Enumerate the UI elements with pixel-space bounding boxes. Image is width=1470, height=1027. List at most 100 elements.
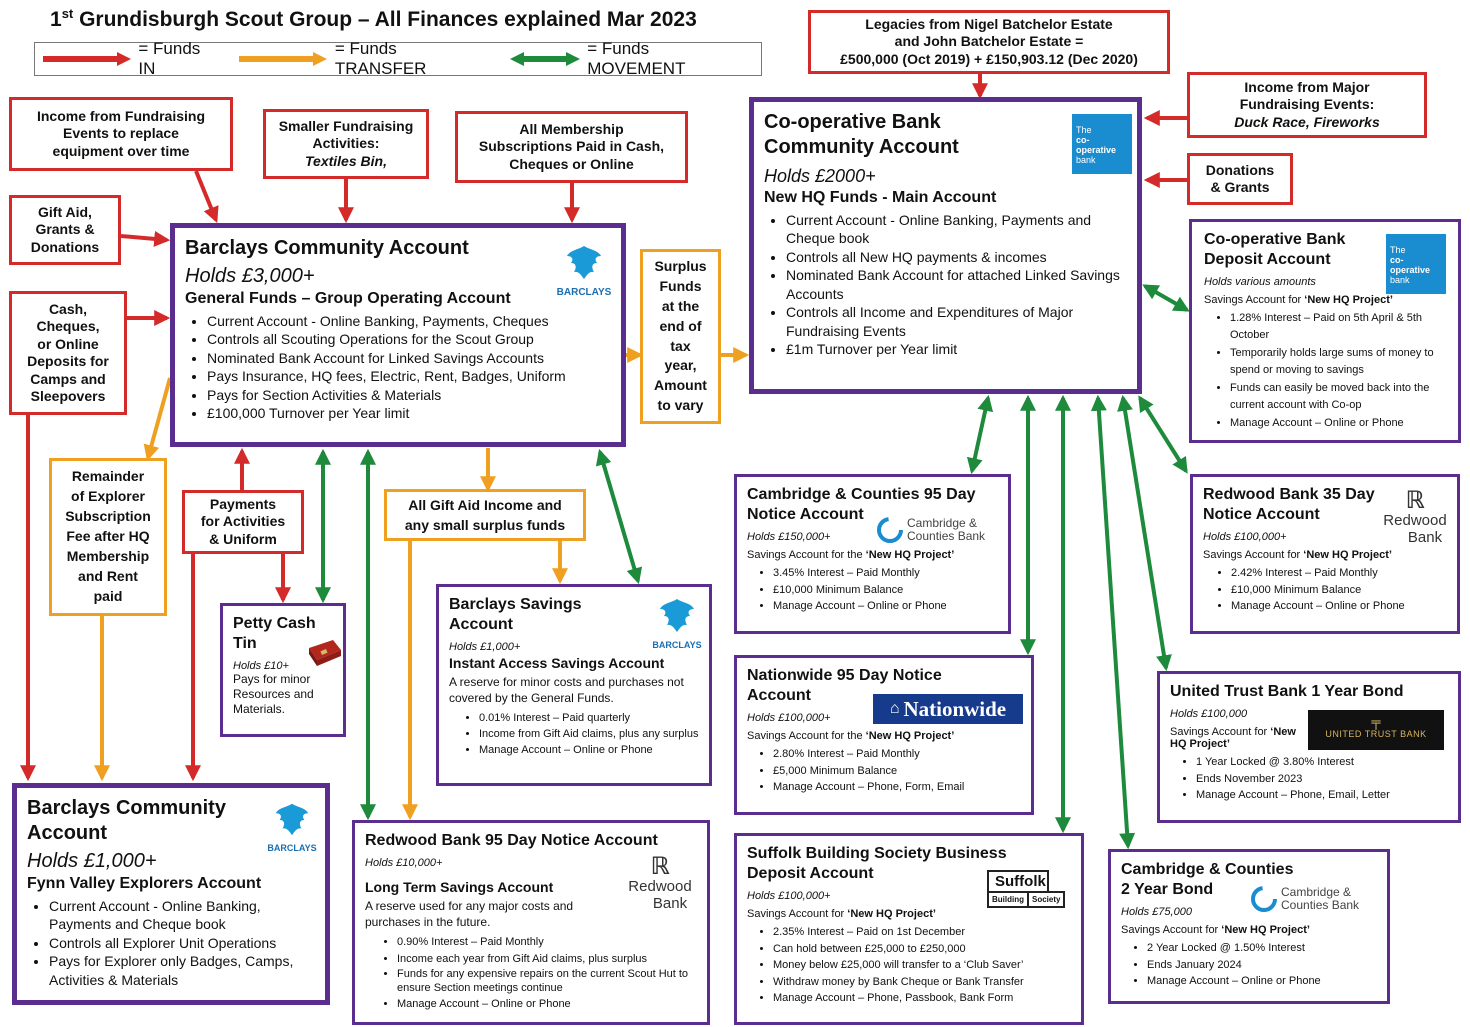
legend-funds-movement: = Funds MOVEMENT — [508, 39, 751, 79]
account-title-line2: Tin — [233, 635, 257, 652]
eagle-icon — [660, 599, 694, 632]
arrow-coop-deposit — [1142, 284, 1190, 312]
redwood-r-icon: ℝ — [1405, 487, 1425, 514]
cambridge-swirl-icon — [1251, 886, 1277, 913]
account-bullets: Current Account - Online Banking, Paymen… — [185, 312, 611, 423]
arrow-gift-aid-to-barclays — [120, 230, 171, 247]
list-item: 2 Year Locked @ 1.50% Interest — [1147, 940, 1377, 957]
account-title: Barclays Community — [27, 797, 226, 819]
account-bullets: 3.45% Interest – Paid Monthly £10,000 Mi… — [747, 565, 998, 615]
account-desc: Savings Account for ‘New HQ Project’ — [1203, 549, 1392, 561]
list-item: Withdraw money by Bank Cheque or Bank Tr… — [773, 974, 1071, 991]
list-item: Funds for any expensive repairs on the c… — [397, 967, 697, 996]
account-bullets: Current Account - Online Banking, Paymen… — [764, 211, 1127, 359]
list-item: Ends January 2024 — [1147, 957, 1377, 974]
list-item: Pays Insurance, HQ fees, Electric, Rent,… — [207, 367, 611, 385]
account-title-line2: Notice Account — [1203, 506, 1320, 523]
account-title: Petty Cash — [233, 615, 316, 632]
eagle-icon — [567, 246, 601, 279]
list-item: 3.45% Interest – Paid Monthly — [773, 565, 998, 582]
account-subtitle: Instant Access Savings Account — [449, 655, 665, 671]
list-item: Controls all Scouting Operations for the… — [207, 330, 611, 348]
account-title: Redwood Bank 35 Day — [1203, 486, 1375, 503]
nationwide-house-icon: ⌂ — [889, 700, 900, 717]
list-item: Current Account - Online Banking, Paymen… — [786, 211, 1127, 248]
account-holds: Holds £1,000+ — [27, 850, 157, 872]
list-item: Controls all New HQ payments & incomes — [786, 248, 1127, 266]
list-item: £10,000 Minimum Balance — [1231, 582, 1447, 599]
account-title: Nationwide 95 Day Notice — [747, 667, 942, 684]
account-subtitle: Fynn Valley Explorers Account — [27, 875, 262, 892]
list-item: Funds can easily be moved back into the … — [1230, 380, 1446, 413]
list-item: Current Account - Online Banking, Paymen… — [49, 897, 315, 934]
account-bullets: 2.42% Interest – Paid Monthly £10,000 Mi… — [1203, 565, 1447, 615]
list-item: Manage Account – Online or Phone — [1230, 415, 1446, 432]
redwood-95-day-account: Redwood Bank 95 Day Notice Account Holds… — [352, 820, 710, 1025]
account-subtitle: New HQ Funds - Main Account — [764, 189, 997, 206]
legend: = Funds IN = Funds TRANSFER = Funds MOVE… — [34, 39, 762, 79]
list-item: Ends November 2023 — [1196, 771, 1448, 788]
account-bullets: 2.80% Interest – Paid Monthly £5,000 Min… — [747, 746, 1021, 796]
legend-funds-transfer: = Funds TRANSFER — [237, 39, 491, 79]
list-item: Manage Account – Online or Phone — [1147, 973, 1377, 990]
account-bullets: 2 Year Locked @ 1.50% Interest Ends Janu… — [1121, 940, 1377, 990]
account-title-line2: 2 Year Bond — [1121, 881, 1214, 898]
red-arrow-icon — [43, 52, 131, 66]
suffolk-bs-account: Suffolk Building Society Business Deposi… — [734, 833, 1084, 1025]
account-desc: Savings Account for ‘New HQ Project’ — [1170, 726, 1296, 750]
redwood-logo: ℝ Redwood Bank — [617, 855, 703, 912]
list-item: £1m Turnover per Year limit — [786, 340, 1127, 358]
account-holds: Holds £100,000+ — [747, 712, 831, 724]
account-title: Co-operative Bank — [764, 111, 941, 133]
list-item: 1 Year Locked @ 3.80% Interest — [1196, 754, 1448, 771]
list-item: Nominated Bank Account for Linked Saving… — [207, 349, 611, 367]
account-holds: Holds various amounts — [1204, 276, 1316, 288]
account-title-line2: Account — [449, 616, 513, 633]
list-item: Manage Account – Phone, Passbook, Bank F… — [773, 990, 1071, 1007]
list-item: Nominated Bank Account for attached Link… — [786, 266, 1127, 303]
list-item: Manage Account – Online or Phone — [479, 742, 699, 759]
account-holds: Holds £75,000 — [1121, 906, 1192, 918]
gift-aid-box: Gift Aid,Grants &Donations — [9, 195, 121, 265]
list-item: Can hold between £25,000 to £250,000 — [773, 941, 1071, 958]
account-bullets: 2.35% Interest – Paid on 1st December Ca… — [747, 924, 1071, 1007]
account-desc: Savings Account for ‘New HQ Project’ — [1204, 294, 1393, 306]
green-double-arrow-icon — [509, 52, 580, 66]
account-holds: Holds £10+ — [233, 660, 289, 672]
account-title-line2: Notice Account — [747, 506, 864, 523]
coop-deposit-account: Co-operative Bank Deposit Account Holds … — [1189, 219, 1461, 443]
account-holds: Holds £150,000+ — [747, 531, 831, 543]
account-title-line2: Deposit Account — [1204, 251, 1331, 268]
arrow-coop-cambridge-2yr — [1090, 394, 1136, 850]
account-desc: Savings Account for ‘New HQ Project’ — [747, 908, 936, 920]
account-title-line2: Community Account — [764, 136, 959, 158]
list-item: Pays for Explorer only Badges, Camps, Ac… — [49, 952, 315, 989]
list-item: Controls all Income and Expenditures of … — [786, 303, 1127, 340]
list-item: Pays for Section Activities & Materials — [207, 386, 611, 404]
arrow-coop-cambridge95 — [966, 394, 994, 475]
account-title: Cambridge & Counties 95 Day — [747, 486, 976, 503]
list-item: Temporarily holds large sums of money to… — [1230, 345, 1446, 378]
account-bullets: 0.01% Interest – Paid quarterly Income f… — [449, 710, 699, 758]
orange-arrow-icon — [239, 52, 328, 66]
account-title: Suffolk Building Society Business — [747, 845, 1007, 862]
barclays-logo: BARCLAYS — [261, 800, 323, 853]
petty-cash-tin: Petty Cash Tin Holds £10+ Pays for minor… — [220, 603, 346, 737]
redwood-logo: ℝ Redwood Bank — [1375, 489, 1455, 546]
account-title: Co-operative Bank — [1204, 231, 1346, 248]
list-item: Income each year from Gift Aid claims, p… — [397, 951, 697, 968]
account-title: Cambridge & Counties — [1121, 861, 1294, 878]
list-item: £100,000 Turnover per Year limit — [207, 404, 611, 422]
arrow-coop-united-trust — [1117, 394, 1172, 672]
suffolk-logo: Suffolk Building Society — [987, 870, 1066, 908]
list-item: Manage Account – Online or Phone — [397, 996, 697, 1013]
account-holds: Holds £10,000+ — [365, 857, 443, 869]
crest-icon: ╤ — [1371, 714, 1381, 729]
cambridge-counties-logo: Cambridge &Counties Bank — [1251, 885, 1359, 913]
